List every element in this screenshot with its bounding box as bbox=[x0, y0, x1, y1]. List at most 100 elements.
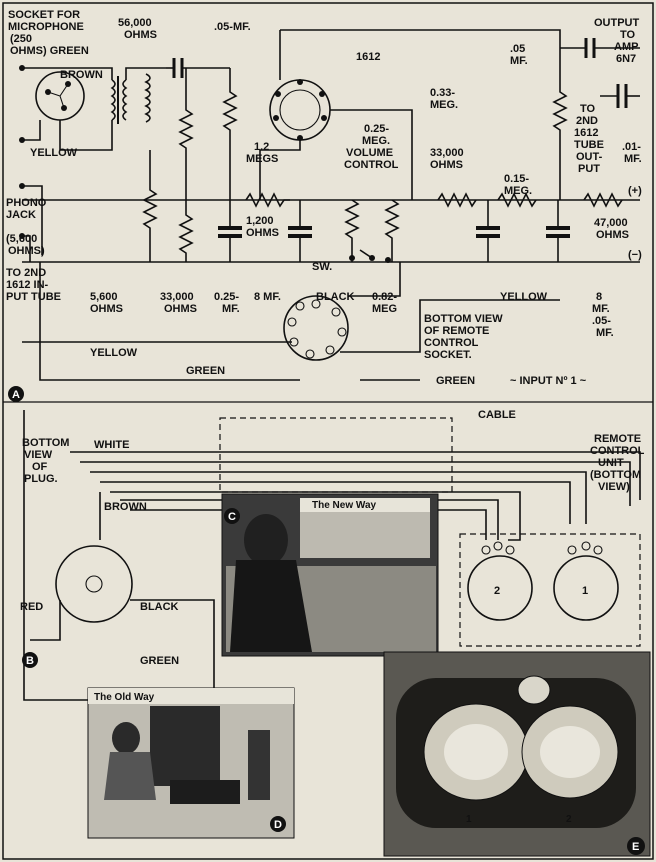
section-b-labels: BOTTOM VIEW OF PLUG. WHITE BROWN RED BLA… bbox=[20, 409, 645, 667]
label-33000-b: 33,000 bbox=[160, 291, 194, 303]
badge-c-text: C bbox=[228, 511, 236, 523]
label-ohms-green: OHMS) GREEN bbox=[10, 45, 89, 57]
label-bv-of: OF bbox=[32, 461, 48, 473]
label-yellow: YELLOW bbox=[30, 147, 78, 159]
section-a-labels: SOCKET FOR MICROPHONE (250 OHMS) GREEN B… bbox=[6, 9, 642, 387]
label-green-right: GREEN bbox=[436, 375, 475, 387]
label-control: CONTROL bbox=[344, 159, 399, 171]
label-output-to: TO bbox=[620, 29, 636, 41]
caption-new-way: The New Way bbox=[312, 500, 377, 511]
label-47000: 47,000 bbox=[594, 217, 628, 229]
plug-symbol bbox=[55, 545, 133, 623]
label-bv-plug: PLUG. bbox=[24, 473, 58, 485]
label-5600-ohms: OHMS bbox=[90, 303, 123, 315]
label-vol-025: 0.25- bbox=[364, 123, 389, 135]
label-output: OUTPUT bbox=[594, 17, 640, 29]
remote-socket-symbol bbox=[283, 295, 349, 361]
dial-2-label: 2 bbox=[566, 814, 572, 825]
label-5600: 5,600 bbox=[90, 291, 118, 303]
badge-e-text: E bbox=[632, 841, 639, 853]
label-1200-ohms: OHMS bbox=[246, 227, 279, 239]
label-minus: (−) bbox=[628, 249, 642, 261]
label-tube-1612: 1612 bbox=[356, 51, 380, 63]
label-brown-b: BROWN bbox=[104, 501, 147, 513]
label-47000-ohms: OHMS bbox=[596, 229, 629, 241]
label-8-right: 8 bbox=[596, 291, 602, 303]
badge-a-text: A bbox=[12, 389, 20, 401]
label-to-2nd: TO 2ND bbox=[6, 267, 46, 279]
label-033: 0.33- bbox=[430, 87, 455, 99]
label-rc-control: CONTROL bbox=[590, 445, 645, 457]
label-rc-unit: UNIT bbox=[598, 457, 624, 469]
label-white: WHITE bbox=[94, 439, 129, 451]
label-megs: MEGS bbox=[246, 153, 278, 165]
label-black-b: BLACK bbox=[140, 601, 179, 613]
label-socket: SOCKET. bbox=[424, 349, 472, 361]
label-05-right-mf: MF. bbox=[510, 55, 528, 67]
label-05-low-mf: MF. bbox=[596, 327, 614, 339]
label-black: BLACK bbox=[316, 291, 355, 303]
label-green-bottom: GREEN bbox=[186, 365, 225, 377]
label-cable: CABLE bbox=[478, 409, 516, 421]
label-56000: 56,000 bbox=[118, 17, 152, 29]
section-a-wiring bbox=[19, 29, 640, 381]
label-05-right: .05 bbox=[510, 43, 525, 55]
label-pot-2: 2 bbox=[494, 585, 500, 597]
photo-d-old-way bbox=[87, 687, 295, 839]
label-to-2nd-r-4: TUBE bbox=[574, 139, 604, 151]
label-05-low: .05- bbox=[592, 315, 611, 327]
label-33000-b-ohms: OHMS bbox=[164, 303, 197, 315]
label-control-2: CONTROL bbox=[424, 337, 479, 349]
badge-c bbox=[224, 508, 240, 524]
label-green-b: GREEN bbox=[140, 655, 179, 667]
tube-1612-symbol bbox=[269, 79, 331, 141]
photo-c-new-way bbox=[221, 493, 439, 657]
label-socket-for: SOCKET FOR bbox=[8, 9, 80, 21]
label-bv-bottom: BOTTOM bbox=[22, 437, 69, 449]
label-025-mf: MF. bbox=[222, 303, 240, 315]
label-33000: 33,000 bbox=[430, 147, 464, 159]
label-to-2nd-r-6: PUT bbox=[578, 163, 600, 175]
label-put-tube: PUT TUBE bbox=[6, 291, 61, 303]
cable-outline bbox=[219, 417, 453, 493]
label-vol-meg: MEG. bbox=[362, 135, 390, 147]
label-to-2nd-r-2: 2ND bbox=[576, 115, 598, 127]
label-5600-paren: (5,600 bbox=[6, 233, 37, 245]
dial-1-label: 1 bbox=[466, 814, 472, 825]
remote-unit-outline bbox=[459, 533, 641, 647]
label-input-1: ~ INPUT Nº 1 ~ bbox=[510, 375, 587, 387]
label-8-right-mf: MF. bbox=[592, 303, 610, 315]
label-rc-bottom: (BOTTOM bbox=[590, 469, 641, 481]
label-1-2: 1.2 bbox=[254, 141, 269, 153]
label-ohms-paren: OHMS) bbox=[8, 245, 45, 257]
label-phono: PHONO bbox=[6, 197, 47, 209]
badge-b-text: B bbox=[26, 655, 34, 667]
label-05mf-top: .05-MF. bbox=[214, 21, 251, 33]
label-1200: 1,200 bbox=[246, 215, 274, 227]
label-yellow-bottom: YELLOW bbox=[90, 347, 138, 359]
label-of-remote: OF REMOTE bbox=[424, 325, 489, 337]
label-volume: VOLUME bbox=[346, 147, 393, 159]
badge-d bbox=[270, 816, 286, 832]
label-jack: JACK bbox=[6, 209, 36, 221]
label-rc-view: VIEW) bbox=[598, 481, 630, 493]
label-082-meg: MEG bbox=[372, 303, 397, 315]
label-microphone: MICROPHONE bbox=[8, 21, 84, 33]
label-1612-in: 1612 IN- bbox=[6, 279, 49, 291]
label-082: 0.82- bbox=[372, 291, 397, 303]
photo-e-remote-unit bbox=[383, 651, 651, 857]
label-56000-ohms: OHMS bbox=[124, 29, 157, 41]
label-6n7: 6N7 bbox=[616, 53, 636, 65]
label-rc-remote: REMOTE bbox=[594, 433, 641, 445]
label-bv-view: VIEW bbox=[24, 449, 53, 461]
label-amp: AMP bbox=[614, 41, 638, 53]
label-33000-ohms: OHMS bbox=[430, 159, 463, 171]
label-8mf: 8 MF. bbox=[254, 291, 281, 303]
label-015: 0.15- bbox=[504, 173, 529, 185]
label-to-2nd-r-5: OUT- bbox=[576, 151, 603, 163]
label-to-2nd-r-1: TO bbox=[580, 103, 596, 115]
label-sw: SW. bbox=[312, 261, 332, 273]
